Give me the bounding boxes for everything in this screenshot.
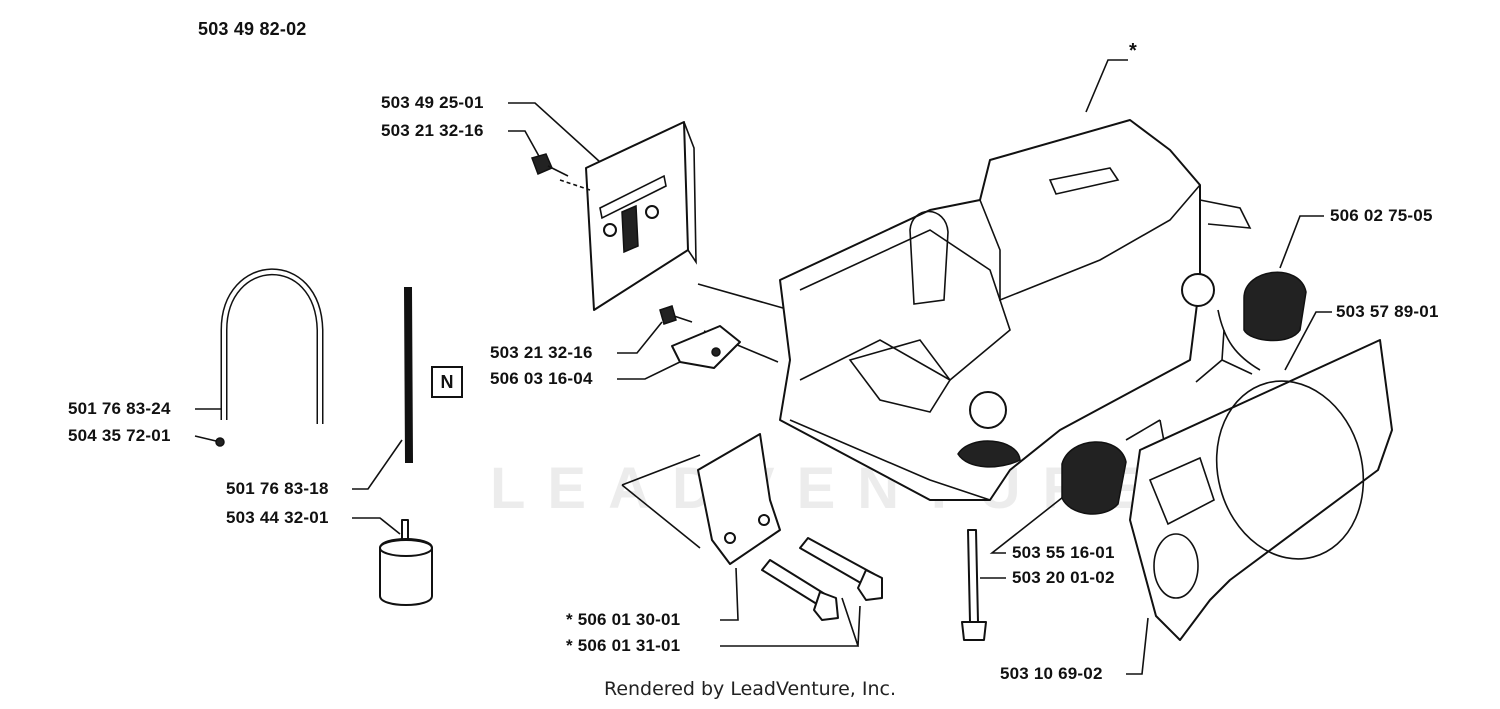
- leader-504-35-72-01: [194, 435, 217, 442]
- assembly-number: 503 49 82-02: [198, 19, 307, 39]
- leader-bracket-guides: [621, 283, 791, 549]
- part-label-503-20-01-02[interactable]: 503 20 01-02: [1012, 568, 1115, 587]
- leader-503-21-32-16-top: [508, 130, 541, 159]
- bracket-plate: [697, 433, 781, 565]
- part-label-503-44-32-01[interactable]: 503 44 32-01: [226, 508, 329, 527]
- leader-506-01-30-01: [720, 567, 739, 621]
- screw-and-block: [659, 305, 741, 369]
- chain-guide-plate: [559, 121, 697, 311]
- asterisk-reference: *: [1129, 40, 1137, 62]
- part-label-503-57-89-01[interactable]: 503 57 89-01: [1336, 302, 1439, 321]
- leader-503-55-16-01: [989, 489, 1073, 554]
- leader-503-10-69-02: [1126, 617, 1149, 675]
- leader-503-44-32-01: [352, 517, 401, 535]
- part-label-503-21-32-16-mid[interactable]: 503 21 32-16: [490, 343, 593, 362]
- screw-top: [531, 153, 569, 177]
- fuel-filter: [379, 519, 433, 606]
- knob-top: [1217, 271, 1307, 371]
- housing: [779, 119, 1252, 501]
- fuel-line-u: [220, 268, 324, 424]
- leader-asterisk-housing: [1085, 59, 1128, 113]
- part-label-503-21-32-16-top[interactable]: 503 21 32-16: [381, 121, 484, 140]
- part-label-506-01-31-01[interactable]: * 506 01 31-01: [566, 636, 681, 655]
- leader-506-03-16-04: [617, 359, 685, 380]
- cover-plate: [1129, 339, 1393, 641]
- leader-lines: [194, 59, 1332, 675]
- part-label-503-49-25-01[interactable]: 503 49 25-01: [381, 93, 484, 112]
- leader-503-21-32-16-mid: [617, 321, 663, 354]
- part-label-506-01-30-01[interactable]: * 506 01 30-01: [566, 610, 681, 629]
- watermark-text: LEADVENTURE: [490, 456, 1168, 521]
- leader-501-76-83-18: [352, 439, 403, 490]
- new-part-badge: N: [431, 366, 463, 398]
- leader-506-02-75-05: [1279, 215, 1324, 269]
- part-label-504-35-72-01[interactable]: 504 35 72-01: [68, 426, 171, 445]
- footer-credit: Rendered by LeadVenture, Inc.: [603, 678, 897, 700]
- leader-506-01-31-01: [720, 597, 861, 647]
- spring-wire: [1195, 329, 1253, 383]
- part-label-506-03-16-04[interactable]: 506 03 16-04: [490, 369, 593, 388]
- part-label-506-02-75-05[interactable]: 506 02 75-05: [1330, 206, 1433, 225]
- small-connector: [215, 437, 225, 447]
- long-bolt: [961, 529, 987, 641]
- part-label-501-76-83-24[interactable]: 501 76 83-24: [68, 399, 171, 418]
- knob-bottom: [1061, 419, 1167, 515]
- part-label-503-10-69-02[interactable]: 503 10 69-02: [1000, 664, 1103, 683]
- leader-503-49-25-01: [508, 102, 601, 163]
- part-label-501-76-83-18[interactable]: 501 76 83-18: [226, 479, 329, 498]
- part-label-503-55-16-01[interactable]: 503 55 16-01: [1012, 543, 1115, 562]
- bolts: [761, 537, 883, 621]
- straight-hose: [403, 287, 414, 463]
- leader-503-57-89-01: [1284, 311, 1332, 371]
